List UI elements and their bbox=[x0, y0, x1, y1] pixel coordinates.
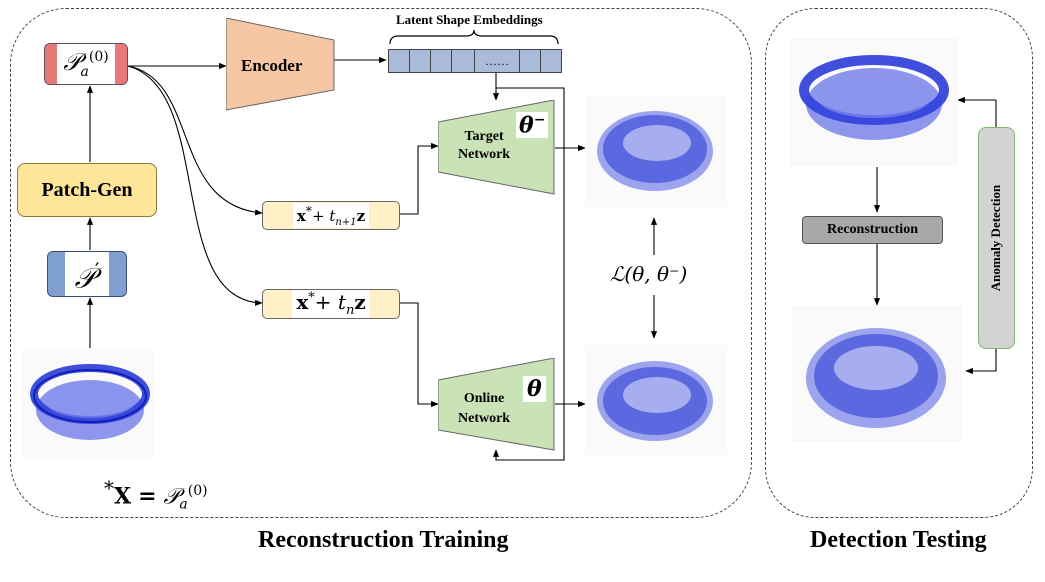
detection-testing-title: Detection Testing bbox=[810, 527, 987, 553]
noisy-input-n-box: x*+ tnz bbox=[262, 289, 400, 319]
test-reconstruction-point-cloud-image bbox=[792, 306, 962, 442]
target-output-point-cloud-image bbox=[585, 95, 727, 207]
latent-cell bbox=[410, 50, 431, 72]
anomaly-detection-box bbox=[978, 127, 1015, 349]
patch-gen-box: Patch-Gen bbox=[17, 163, 157, 217]
online-network-label: Online Network bbox=[458, 391, 511, 426]
latent-embedding-vector: …… bbox=[388, 49, 562, 73]
consistency-loss-label: ℒ(θ, θ⁻) bbox=[610, 262, 688, 286]
latent-cell bbox=[452, 50, 475, 72]
target-network-label: Target Network bbox=[458, 129, 511, 162]
latent-cell-dots: …… bbox=[475, 50, 520, 72]
pa0-box: 𝒫a(0) bbox=[44, 43, 128, 85]
reconstruction-label: Reconstruction bbox=[827, 222, 918, 237]
reconstruction-box: Reconstruction bbox=[802, 216, 943, 244]
pa0-right-band bbox=[113, 44, 127, 84]
encoder-block bbox=[226, 18, 335, 111]
noisy-input-n-plus-1-label: x*+ tn+1z bbox=[292, 203, 370, 228]
target-network-param: θ− bbox=[516, 112, 549, 139]
footnote-equation: *X = 𝒫a(0) bbox=[104, 476, 208, 513]
detection-testing-panel bbox=[765, 8, 1033, 518]
noisy-input-n-plus-1-box: x*+ tn+1z bbox=[262, 201, 400, 230]
online-output-point-cloud-image bbox=[585, 345, 727, 455]
pa0-label: 𝒫a(0) bbox=[57, 44, 115, 84]
p-prime-label: 𝒫′ bbox=[64, 252, 110, 296]
latent-cell bbox=[541, 50, 561, 72]
encoder-label: Encoder bbox=[241, 56, 303, 75]
latent-cell bbox=[431, 50, 452, 72]
latent-cell bbox=[520, 50, 541, 72]
online-network-param: θ bbox=[523, 376, 546, 402]
input-point-cloud-image bbox=[22, 348, 154, 460]
anomaly-detection-label: Anomaly Detection bbox=[988, 184, 1003, 292]
latent-brace bbox=[389, 30, 559, 45]
reconstruction-training-panel bbox=[10, 8, 752, 518]
pa0-left-band bbox=[45, 44, 59, 84]
p-prime-box: 𝒫′ bbox=[47, 251, 127, 297]
noisy-input-n-label: x*+ tnz bbox=[292, 290, 370, 318]
latent-embeddings-title: Latent Shape Embeddings bbox=[396, 12, 543, 27]
latent-cell bbox=[389, 50, 410, 72]
test-input-point-cloud-image bbox=[790, 38, 958, 166]
reconstruction-training-title: Reconstruction Training bbox=[258, 527, 509, 553]
patch-gen-label: Patch-Gen bbox=[41, 178, 133, 201]
